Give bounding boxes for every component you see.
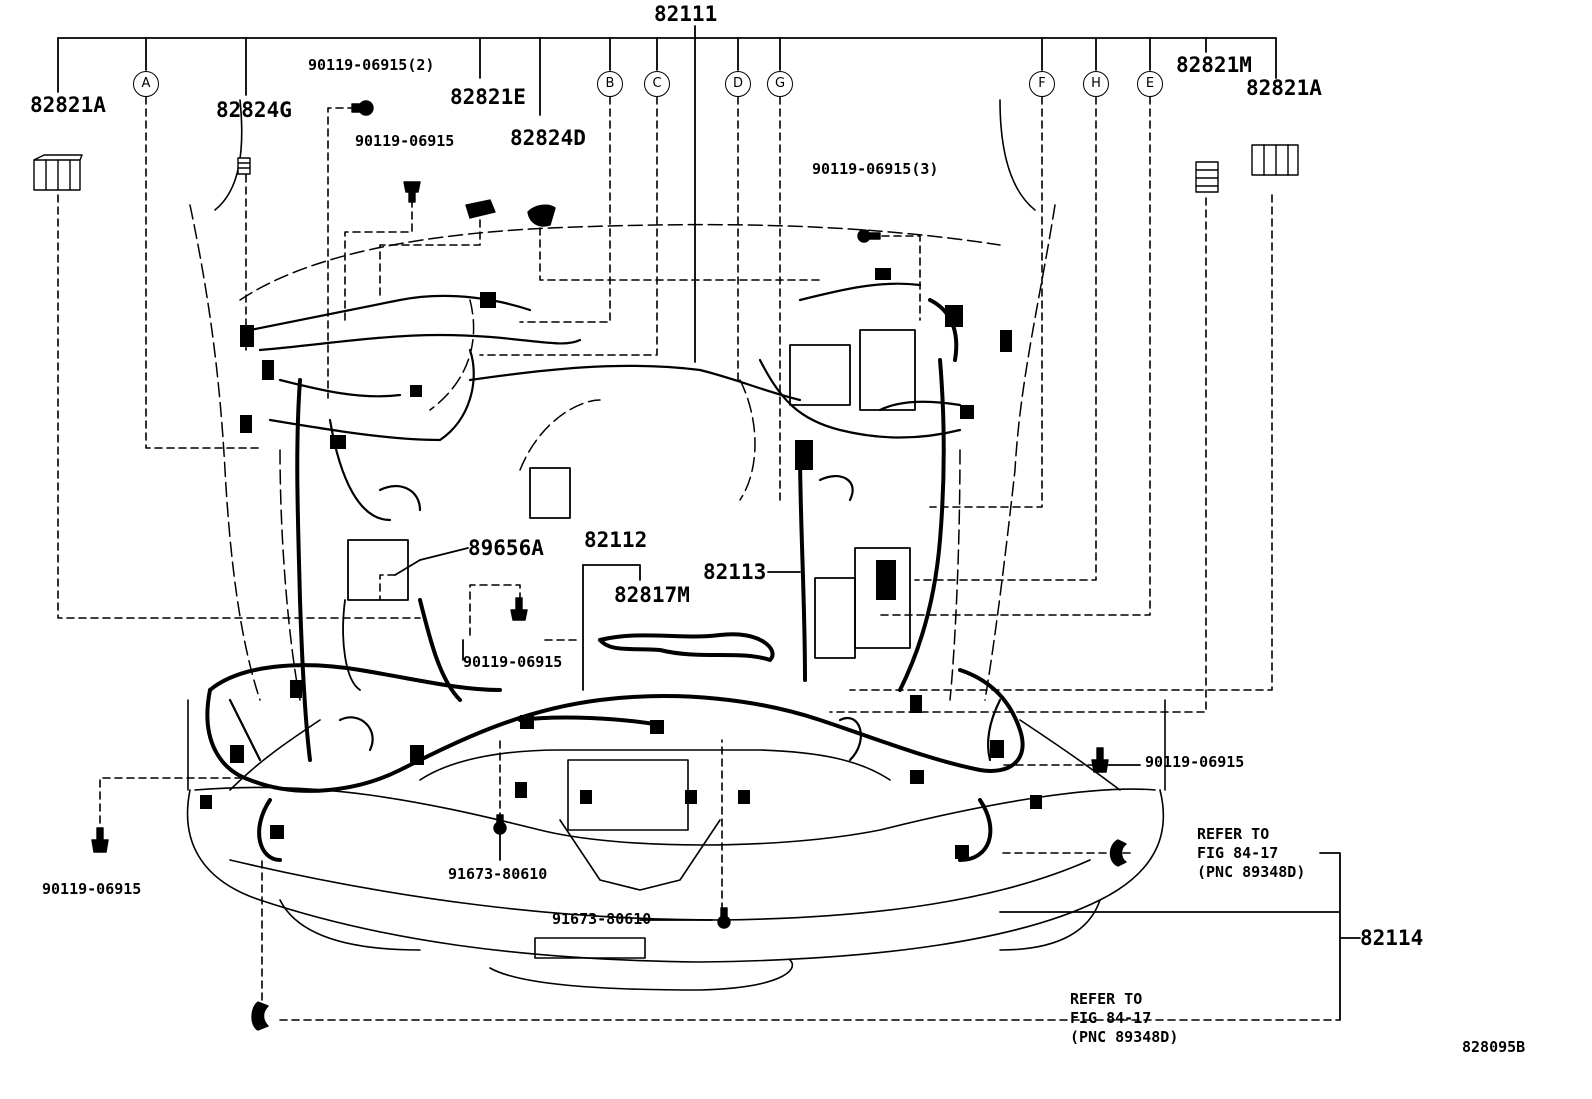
label-bolt-3: 90119-06915(3) bbox=[812, 160, 939, 178]
part-82824g bbox=[237, 157, 251, 175]
reference-note: REFER TO FIG 84-17 (PNC 89348D) bbox=[1197, 825, 1305, 881]
callout-f: F bbox=[1029, 71, 1055, 97]
clip-icon-right bbox=[1109, 839, 1127, 867]
label-82113: 82113 bbox=[703, 560, 767, 584]
label-82821a-left: 82821A bbox=[30, 93, 106, 117]
part-82821a-right bbox=[1251, 144, 1299, 176]
callout-h: H bbox=[1083, 71, 1109, 97]
ref-line: (PNC 89348D) bbox=[1197, 862, 1306, 881]
label-82112: 82112 bbox=[584, 528, 648, 552]
label-82821e: 82821E bbox=[450, 85, 526, 109]
label-bolt-mid: 90119-06915 bbox=[463, 653, 563, 671]
label-bolt-left: 90119-06915 bbox=[42, 880, 142, 898]
bolt-icon-left bbox=[91, 827, 109, 853]
drawing-number: 828095B bbox=[1462, 1038, 1526, 1056]
vehicle-front-outline bbox=[186, 99, 1166, 991]
part-82821m bbox=[1195, 161, 1219, 193]
bolt-icon-mid bbox=[510, 597, 528, 621]
solid-leaders bbox=[394, 547, 1361, 1021]
bolt-icon-top bbox=[403, 181, 421, 203]
label-clip-2: 91673-80610 bbox=[552, 910, 652, 928]
label-82111: 82111 bbox=[654, 2, 718, 26]
vehicle-body-outline bbox=[189, 204, 1056, 701]
callout-g: G bbox=[767, 71, 793, 97]
callout-b: B bbox=[597, 71, 623, 97]
callout-e: E bbox=[1137, 71, 1163, 97]
wire-harness-main bbox=[205, 298, 1025, 862]
label-bolt-top: 90119-06915 bbox=[355, 132, 455, 150]
label-clip-1: 91673-80610 bbox=[448, 865, 548, 883]
part-82821e bbox=[465, 199, 496, 219]
label-bolt-right: 90119-06915 bbox=[1145, 753, 1245, 771]
leader-lines bbox=[57, 96, 1341, 1021]
clip-icon-2 bbox=[717, 907, 731, 929]
callout-d: D bbox=[725, 71, 751, 97]
relay-boxes bbox=[342, 329, 916, 691]
label-82821m: 82821M bbox=[1176, 53, 1252, 77]
ref-line: FIG 84-17 bbox=[1197, 843, 1279, 862]
label-82114: 82114 bbox=[1360, 926, 1424, 950]
callout-c: C bbox=[644, 71, 670, 97]
ref-line: FIG 84-17 bbox=[1070, 1008, 1152, 1027]
ref-line: REFER TO bbox=[1070, 990, 1143, 1008]
label-82817m: 82817M bbox=[614, 583, 690, 607]
ref-line: (PNC 89348D) bbox=[1070, 1027, 1179, 1046]
label-89656a: 89656A bbox=[468, 536, 544, 560]
label-bolt-2: 90119-06915(2) bbox=[308, 56, 435, 74]
callout-a: A bbox=[133, 71, 159, 97]
bolt-icon-2 bbox=[351, 100, 374, 116]
bolt-icon-right bbox=[1091, 747, 1109, 773]
part-icons bbox=[33, 100, 1299, 1031]
connectors bbox=[200, 268, 1042, 859]
label-82821a-right: 82821A bbox=[1246, 76, 1322, 100]
label-82824g: 82824G bbox=[216, 98, 292, 122]
part-82824d bbox=[527, 204, 556, 227]
bracket-82111 bbox=[57, 25, 1277, 363]
ref-line: REFER TO bbox=[1197, 825, 1270, 843]
clip-icon-bottom bbox=[251, 1001, 269, 1031]
label-82824d: 82824D bbox=[510, 126, 586, 150]
clip-icon-1 bbox=[493, 814, 507, 835]
reference-note: REFER TO FIG 84-17 (PNC 89348D) bbox=[1070, 990, 1178, 1046]
bolt-icon-3 bbox=[857, 229, 881, 243]
part-82821a-left bbox=[33, 154, 83, 191]
